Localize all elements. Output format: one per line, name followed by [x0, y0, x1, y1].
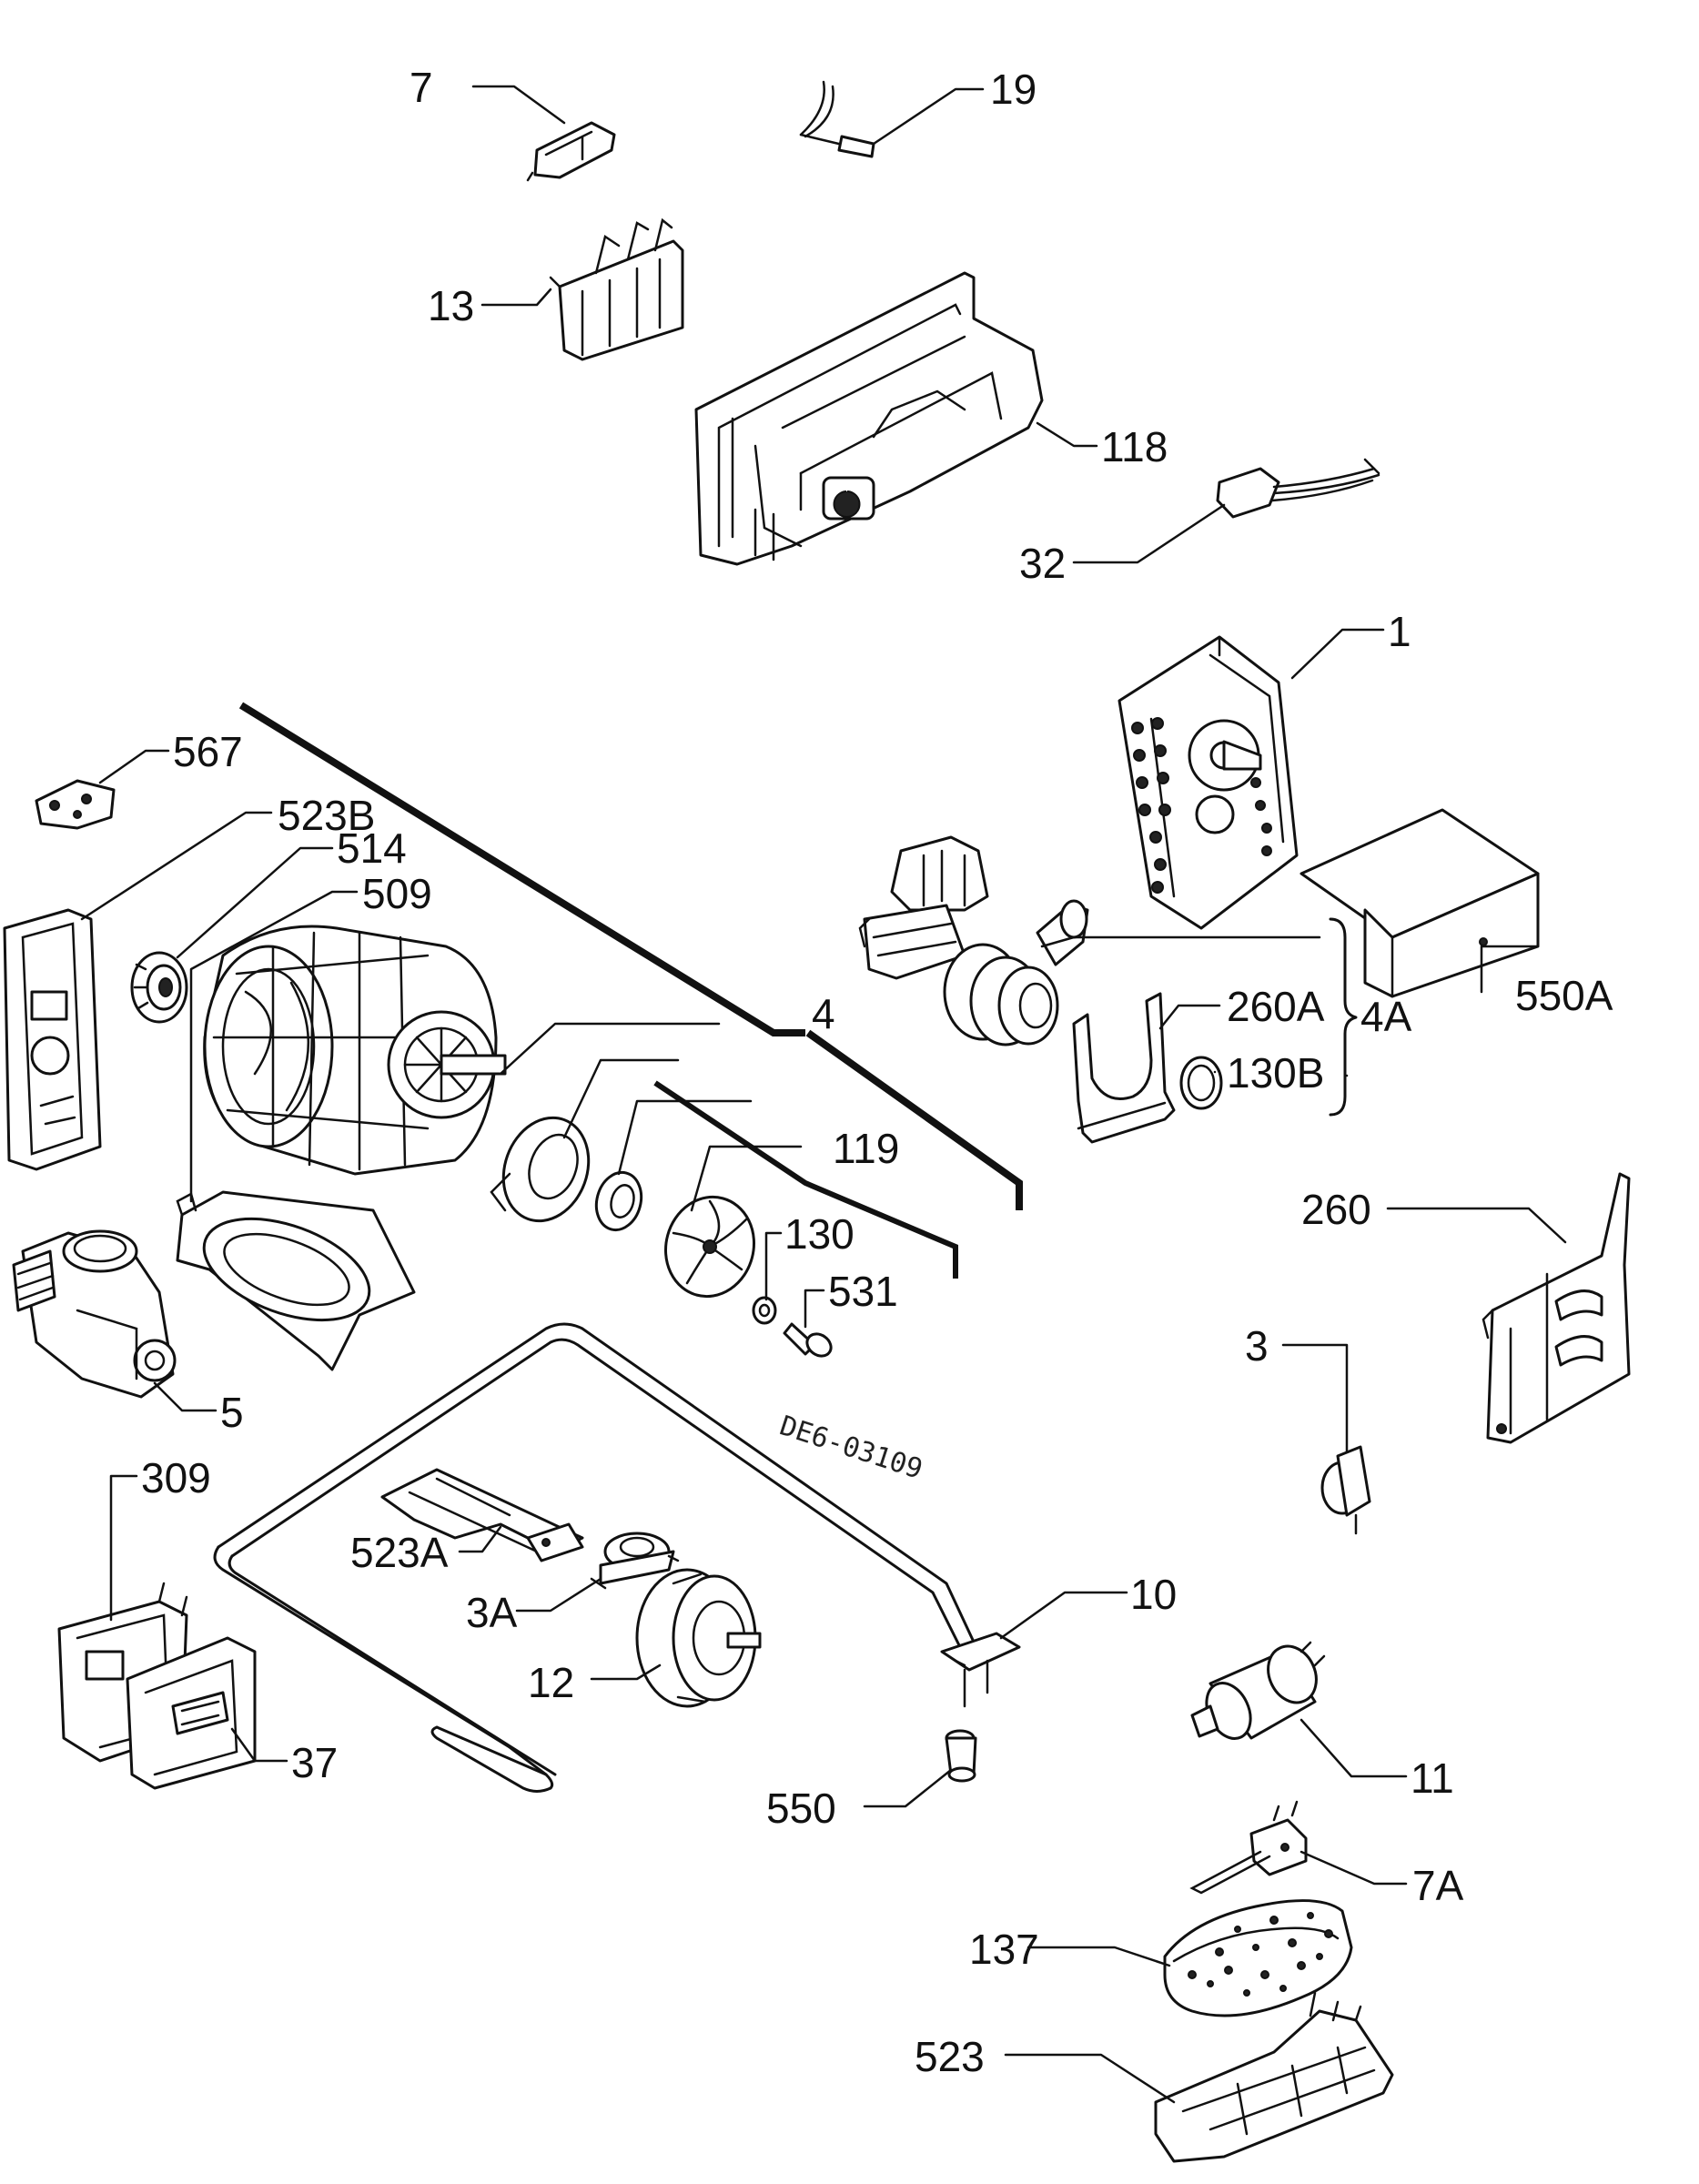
part-119-impeller: [663, 1195, 756, 1299]
callout-11: 11: [1411, 1754, 1454, 1802]
part-523B-faceplate: [3, 908, 102, 1171]
part-119-seal-housing: [490, 1116, 591, 1223]
part-260A-clip: [1072, 992, 1176, 1144]
part-3A-thermostat: [590, 1532, 680, 1590]
part-509-motor: [203, 925, 507, 1176]
part-130-nut: [752, 1296, 777, 1325]
part-32-connector: [1216, 458, 1380, 519]
callout-260: 260: [1301, 1186, 1371, 1233]
callout-19: 19: [990, 66, 1037, 113]
part-137-filter: [1163, 1899, 1353, 2017]
part-4A-pump: [858, 835, 1089, 1046]
callout-514: 514: [337, 824, 407, 872]
callout-260A: 260A: [1227, 983, 1325, 1030]
callout-309: 309: [141, 1454, 211, 1502]
part-514-gear: [130, 951, 188, 1024]
callout-550: 550: [766, 1785, 836, 1832]
callout-523A: 523A: [350, 1529, 449, 1576]
leader-lines: [80, 85, 1567, 2104]
callout-130: 130: [784, 1210, 855, 1258]
part-motor-bracket: [176, 1190, 416, 1371]
callout-4A: 4A: [1360, 993, 1412, 1040]
callout-1: 1: [1388, 608, 1411, 655]
callout-37: 37: [291, 1739, 338, 1786]
callout-labels: 7 19 13 118 32 1 567 523B 514 509 4 260A…: [141, 64, 1613, 2080]
part-3-sensor: [1320, 1445, 1371, 1535]
part-531-screw: [783, 1322, 833, 1358]
callout-523B: 523B: [278, 792, 375, 839]
callout-10: 10: [1130, 1571, 1177, 1618]
callout-5: 5: [220, 1389, 244, 1436]
callout-7: 7: [410, 64, 433, 111]
callout-523: 523: [915, 2033, 985, 2080]
callout-531: 531: [828, 1268, 898, 1315]
part-550-fitting: [945, 1729, 977, 1783]
callout-137: 137: [969, 1926, 1039, 1973]
part-13-terminal-block: [549, 217, 684, 361]
callout-509: 509: [362, 870, 432, 917]
brace-4A: [1329, 917, 1358, 1117]
part-260-bracket: [1482, 1172, 1631, 1444]
drawing-code: DE6-03109: [776, 1410, 926, 1486]
callout-4: 4: [812, 990, 835, 1037]
callout-13: 13: [428, 282, 474, 329]
part-1-timer: [1117, 635, 1299, 930]
bracket-4-group: [238, 702, 1023, 1210]
part-523-tray: [1154, 1991, 1394, 2163]
callout-550A: 550A: [1515, 972, 1613, 1019]
callout-32: 32: [1019, 540, 1066, 587]
callout-118: 118: [1101, 423, 1168, 470]
part-10-heater: [213, 1322, 1021, 1793]
part-119-ring: [594, 1170, 643, 1232]
part-130B-oring: [1179, 1056, 1223, 1110]
part-7-switch: [526, 121, 616, 182]
callout-7A: 7A: [1412, 1862, 1464, 1909]
callout-3A: 3A: [466, 1589, 518, 1636]
bracket-119-group: [653, 1080, 958, 1279]
part-550A-box: [1300, 808, 1540, 998]
callout-3: 3: [1245, 1322, 1269, 1370]
part-7A-microswitch: [1189, 1800, 1308, 1895]
part-11-solenoid: [1190, 1641, 1326, 1740]
callout-12: 12: [528, 1659, 574, 1706]
part-19-sensor: [799, 80, 875, 158]
part-523A-bracket: [380, 1468, 584, 1562]
part-567-plate: [35, 779, 116, 830]
callout-567: 567: [173, 728, 243, 775]
part-5-valve: [12, 1229, 177, 1399]
callout-130B: 130B: [1227, 1049, 1324, 1097]
part-118-control-module: [694, 271, 1044, 566]
callout-119: 119: [833, 1125, 899, 1172]
part-12-motor: [635, 1568, 762, 1708]
